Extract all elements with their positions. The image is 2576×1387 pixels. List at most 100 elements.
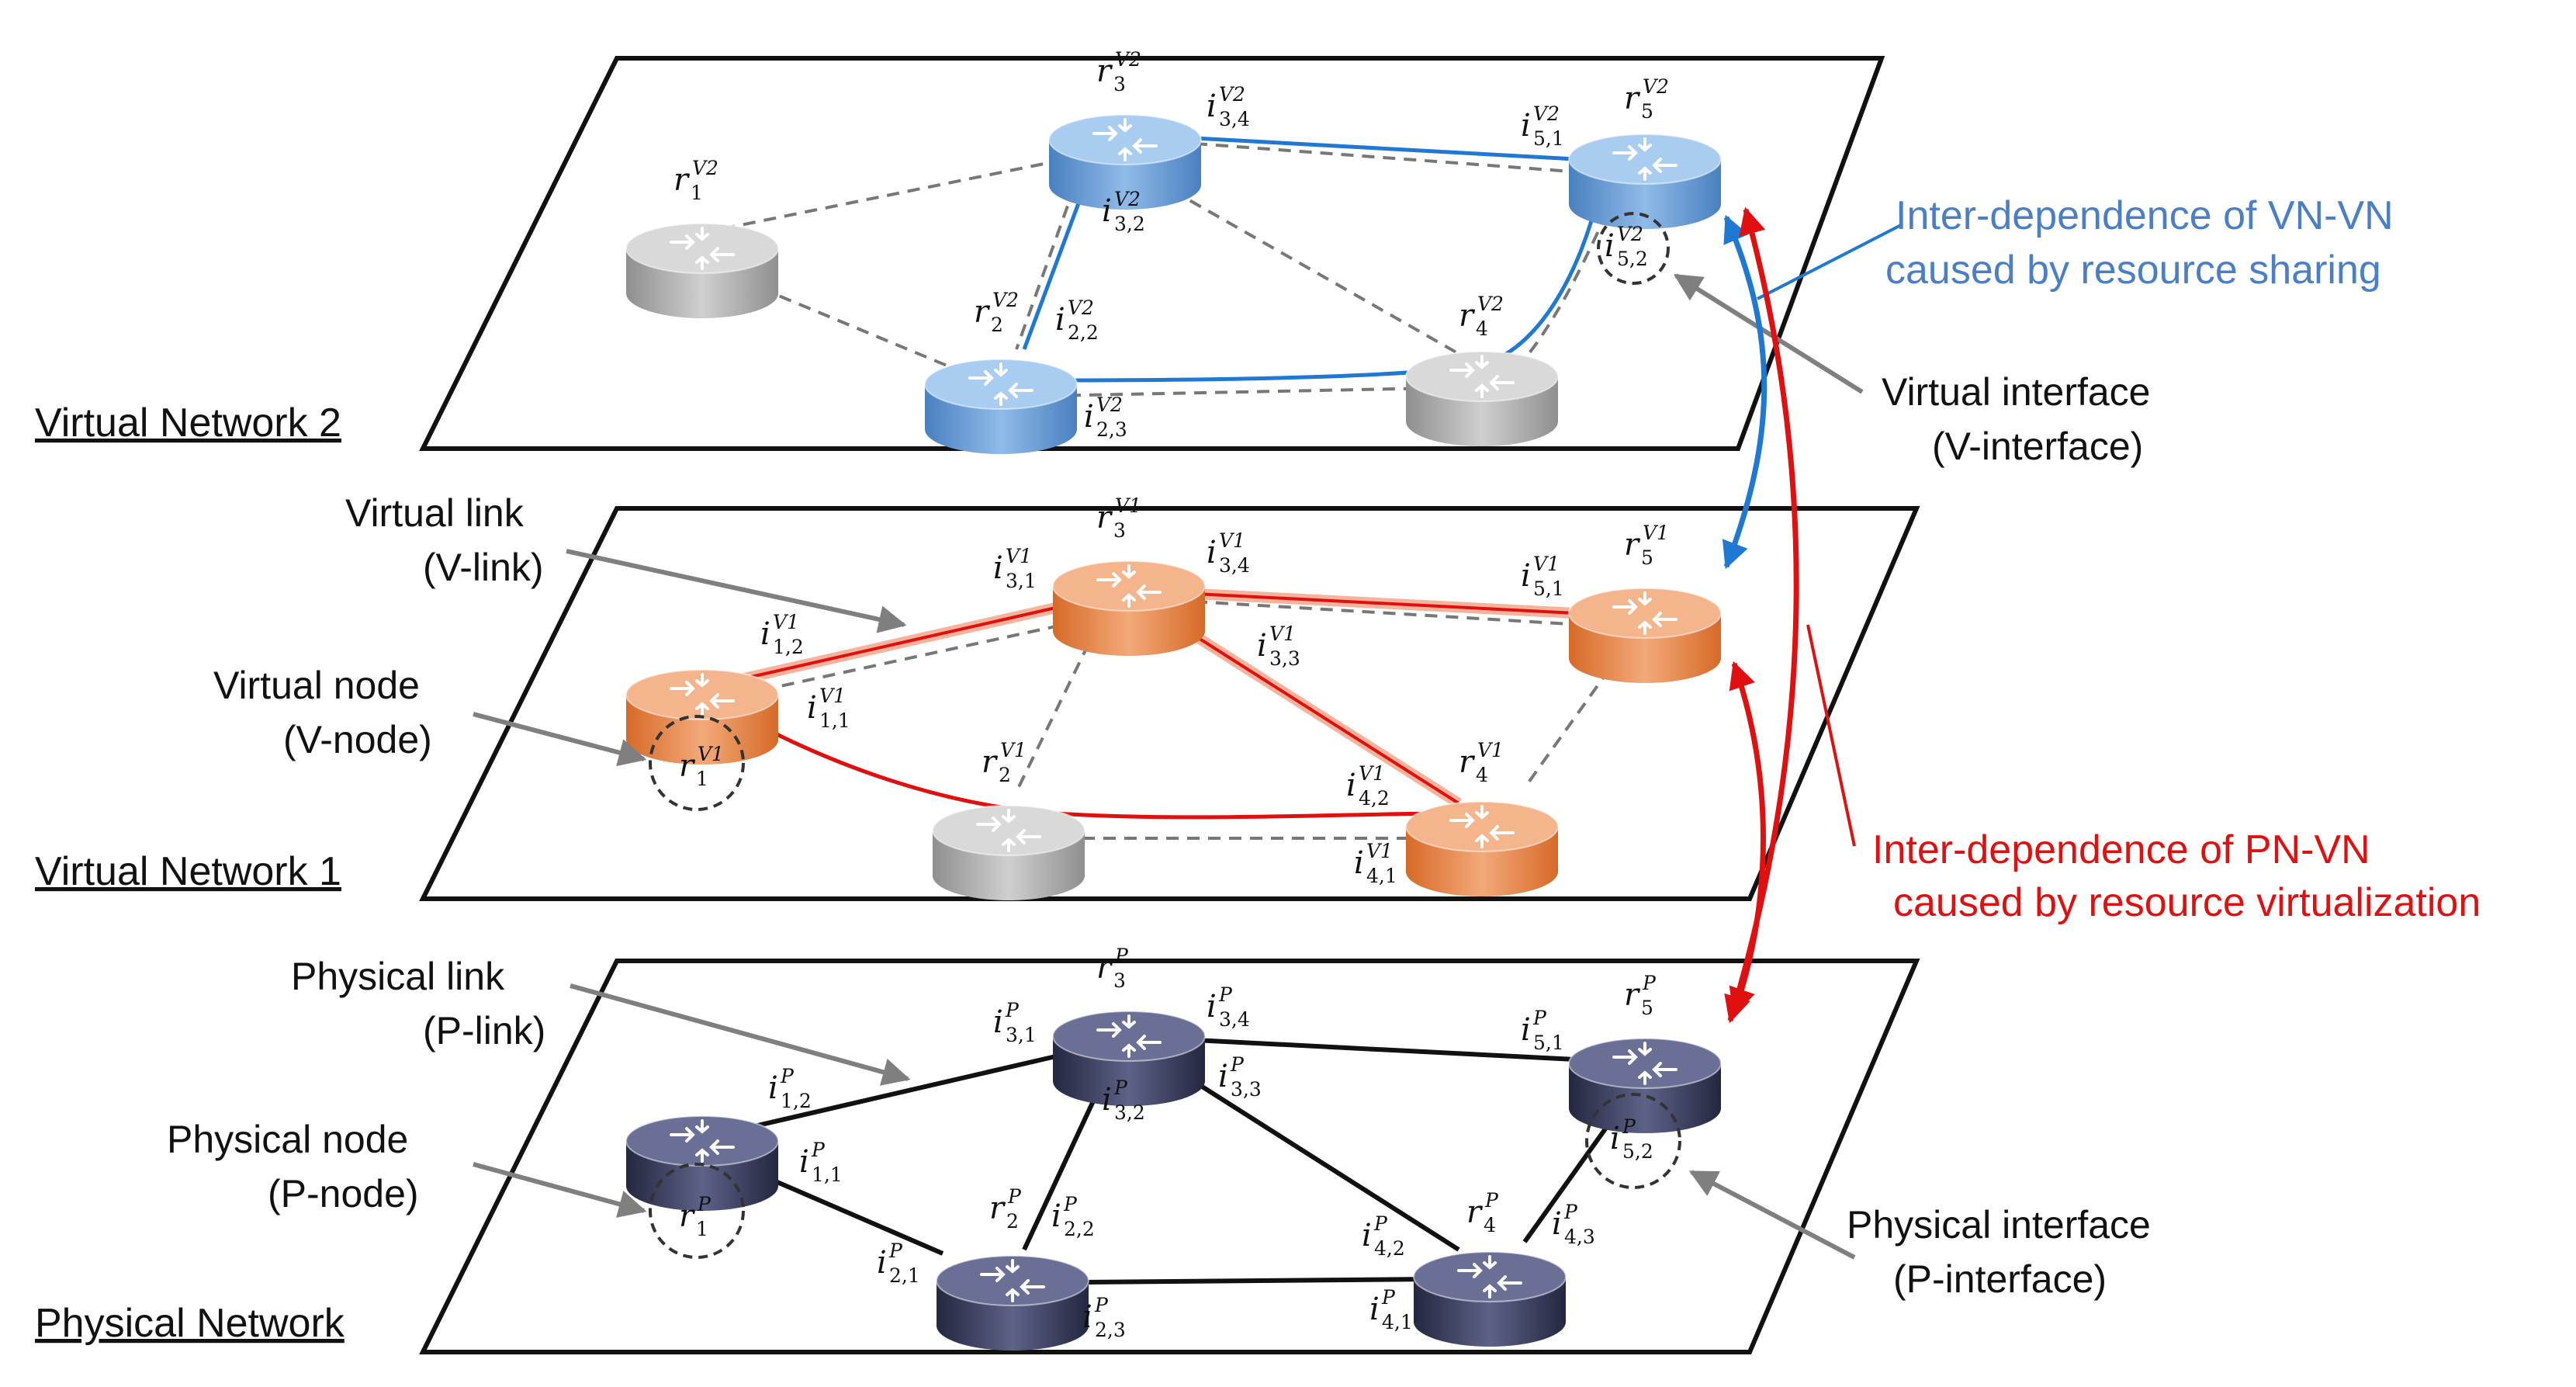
- vlink-label-line1: Virtual link: [345, 491, 525, 535]
- svg-text:V2: V2: [1533, 102, 1560, 125]
- vn2-dashed-link: [1047, 387, 1436, 397]
- svg-text:1: 1: [696, 768, 708, 790]
- pnvn-pointer-line: [1806, 624, 1856, 847]
- svg-text:P: P: [1484, 1189, 1499, 1212]
- svg-text:P: P: [1563, 1201, 1578, 1223]
- router-arrows-icon: [670, 227, 735, 270]
- pn-link: [1194, 1038, 1576, 1062]
- svg-text:4,2: 4,2: [1359, 787, 1390, 810]
- svg-text:i: i: [1521, 108, 1531, 144]
- vnode-label-line2: (V-node): [283, 718, 432, 761]
- router-arrows-icon: [670, 673, 735, 716]
- svg-text:4,1: 4,1: [1382, 1311, 1413, 1333]
- svg-text:3,4: 3,4: [1219, 1008, 1250, 1031]
- svg-text:3: 3: [1113, 73, 1126, 95]
- vn2-router-4: [1405, 351, 1559, 446]
- svg-text:i: i: [1521, 1012, 1531, 1048]
- svg-text:i: i: [1055, 302, 1065, 338]
- svg-text:r: r: [1459, 298, 1476, 334]
- vn2-router-1: [625, 223, 779, 318]
- vn1-red-link: [743, 716, 1432, 820]
- svg-text:r: r: [1624, 81, 1641, 116]
- vn1-red-link: [1194, 592, 1576, 615]
- vif-label-line2: (V-interface): [1932, 425, 2143, 468]
- vn1-title: Virtual Network 1: [35, 849, 341, 894]
- svg-text:i: i: [1346, 768, 1356, 803]
- svg-text:P: P: [1094, 1294, 1109, 1316]
- svg-text:r: r: [989, 1191, 1006, 1226]
- svg-text:V1: V1: [773, 611, 799, 633]
- svg-text:4,1: 4,1: [1366, 865, 1397, 887]
- pnode-callout-arrow: [473, 1162, 647, 1218]
- router-arrows-icon: [1612, 591, 1678, 635]
- router-arrows-icon: [976, 809, 1041, 852]
- svg-text:i: i: [1354, 845, 1364, 881]
- svg-text:V2: V2: [1068, 296, 1094, 319]
- svg-text:i: i: [1102, 193, 1112, 229]
- svg-text:5: 5: [1641, 546, 1653, 569]
- svg-text:i: i: [1362, 1218, 1372, 1254]
- pn-links: [740, 1038, 1624, 1285]
- svg-text:5,2: 5,2: [1622, 1140, 1653, 1163]
- svg-text:V1: V1: [1115, 494, 1141, 517]
- svg-text:r: r: [1624, 527, 1641, 563]
- svg-text:i: i: [1051, 1198, 1061, 1234]
- router-arrows-icon: [1457, 1255, 1522, 1299]
- svg-text:3,2: 3,2: [1114, 1101, 1145, 1124]
- svg-text:V2: V2: [1617, 223, 1643, 245]
- router-arrows-icon: [1449, 355, 1515, 398]
- svg-text:5,1: 5,1: [1533, 127, 1564, 150]
- svg-text:r: r: [1096, 950, 1113, 986]
- router-arrows-icon: [980, 1259, 1045, 1302]
- svg-text:4,3: 4,3: [1564, 1226, 1595, 1248]
- svg-text:i: i: [807, 690, 817, 726]
- vn1-node-highlight: [649, 715, 745, 811]
- svg-text:V2: V2: [1219, 83, 1245, 106]
- vn1-red-link: [1170, 619, 1460, 805]
- svg-text:i: i: [1369, 1292, 1380, 1327]
- vn1-router-1: [625, 669, 779, 765]
- svg-text:2,1: 2,1: [889, 1264, 920, 1287]
- svg-text:r: r: [1459, 744, 1476, 780]
- pn-title: Physical Network: [35, 1301, 345, 1346]
- vn1-router-2: [932, 805, 1085, 900]
- svg-text:V1: V1: [1477, 739, 1504, 761]
- vn1-router-3: [1052, 560, 1206, 656]
- svg-text:P: P: [1622, 1115, 1636, 1138]
- vn2-router-5: [1568, 133, 1722, 229]
- router-arrows-icon: [1612, 137, 1678, 181]
- pn-link: [1022, 1081, 1104, 1251]
- svg-text:r: r: [673, 162, 691, 198]
- svg-text:V2: V2: [1477, 293, 1504, 315]
- svg-text:i: i: [1084, 399, 1094, 435]
- router-arrows-icon: [670, 1119, 735, 1163]
- svg-text:V1: V1: [698, 743, 724, 765]
- svg-text:r: r: [1096, 54, 1113, 89]
- pif-label-line1: Physical interface: [1847, 1203, 2151, 1247]
- svg-text:3,3: 3,3: [1231, 1078, 1262, 1101]
- svg-text:r: r: [1096, 500, 1113, 536]
- vnode-label-line1: Virtual node: [213, 664, 420, 707]
- pn-router-2: [936, 1255, 1089, 1351]
- svg-text:V1: V1: [1006, 545, 1032, 567]
- svg-text:3,1: 3,1: [1006, 570, 1037, 592]
- svg-text:P: P: [1007, 1185, 1022, 1208]
- plink-callout-arrow: [570, 983, 911, 1086]
- vnvn-pointer-line: [1757, 224, 1902, 300]
- svg-text:P: P: [811, 1139, 826, 1161]
- svg-text:i: i: [799, 1144, 809, 1180]
- svg-text:V2: V2: [992, 289, 1019, 311]
